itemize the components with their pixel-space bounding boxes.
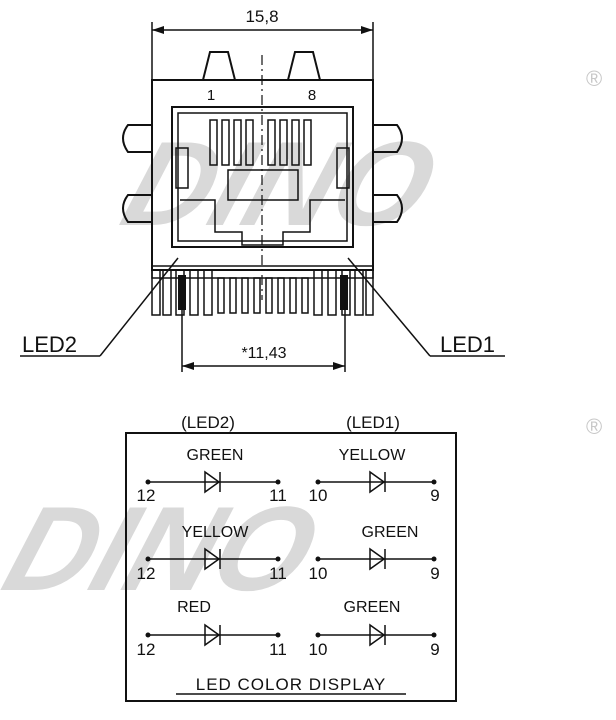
led1-row-1-color: YELLOW: [339, 447, 407, 464]
led1-column-heading: (LED1): [346, 413, 400, 432]
led1-row-2-cathode: 9: [430, 564, 439, 583]
led-table-caption: LED COLOR DISPLAY: [196, 675, 387, 694]
led2-label: LED2: [22, 332, 77, 357]
led2-row-2: YELLOW 12 11: [137, 524, 287, 583]
diode-icon: [204, 623, 221, 647]
led1-row-3-cathode: 9: [430, 640, 439, 659]
led1-row-2-anode: 10: [309, 564, 328, 583]
diode-icon: [204, 547, 221, 571]
led2-row-2-color: YELLOW: [182, 524, 250, 541]
led-spacing-dimension: *11,43: [181, 300, 346, 372]
diode-icon: [369, 470, 386, 494]
led2-row-1-cathode: 11: [269, 486, 287, 505]
pin-8-label: 8: [308, 87, 316, 104]
width-dimension-label: 15,8: [245, 7, 278, 26]
registered-mark-bottom: ®: [586, 414, 602, 439]
diode-icon: [369, 547, 386, 571]
led1-row-1: YELLOW 10 9: [309, 447, 440, 505]
led2-row-1: GREEN 12 11: [137, 447, 287, 505]
connector-body: 1 8: [122, 51, 403, 316]
led2-row-3-anode: 12: [137, 640, 156, 659]
width-dimension: 15,8: [151, 7, 374, 80]
watermark-logo-bottom: DINO: [0, 483, 333, 617]
led1-row-2: GREEN 10 9: [309, 524, 440, 583]
led1-row-3-anode: 10: [309, 640, 328, 659]
led2-row-2-cathode: 11: [269, 564, 287, 583]
led2-row-3-color: RED: [177, 599, 211, 616]
led-table-frame: [125, 432, 457, 702]
led2-row-3: RED 12 11: [137, 599, 287, 659]
led2-column-heading: (LED2): [181, 413, 235, 432]
led2-row-1-color: GREEN: [187, 447, 244, 464]
led2-row-3-cathode: 11: [269, 640, 287, 659]
pin-1-label: 1: [207, 87, 215, 104]
led2-row-2-anode: 12: [137, 564, 156, 583]
bottom-leads: [151, 265, 374, 316]
led1-row-1-anode: 10: [309, 486, 328, 505]
diode-icon: [369, 623, 386, 647]
led1-row-3: GREEN 10 9: [309, 599, 440, 659]
led1-row-3-color: GREEN: [344, 599, 401, 616]
registered-mark-top: ®: [586, 66, 602, 91]
watermark-top: DINO ®: [108, 66, 602, 251]
led2-row-1-anode: 12: [137, 486, 156, 505]
led1-row-2-color: GREEN: [362, 524, 419, 541]
led1-callout: LED1: [347, 257, 505, 357]
led1-label: LED1: [440, 332, 495, 357]
led2-callout: LED2: [20, 257, 179, 357]
contact-pins: [209, 119, 312, 166]
led-spacing-label: *11,43: [241, 345, 286, 362]
led1-row-1-cathode: 9: [430, 486, 439, 505]
diode-icon: [204, 470, 221, 494]
watermark-bottom: DINO ®: [0, 414, 602, 616]
